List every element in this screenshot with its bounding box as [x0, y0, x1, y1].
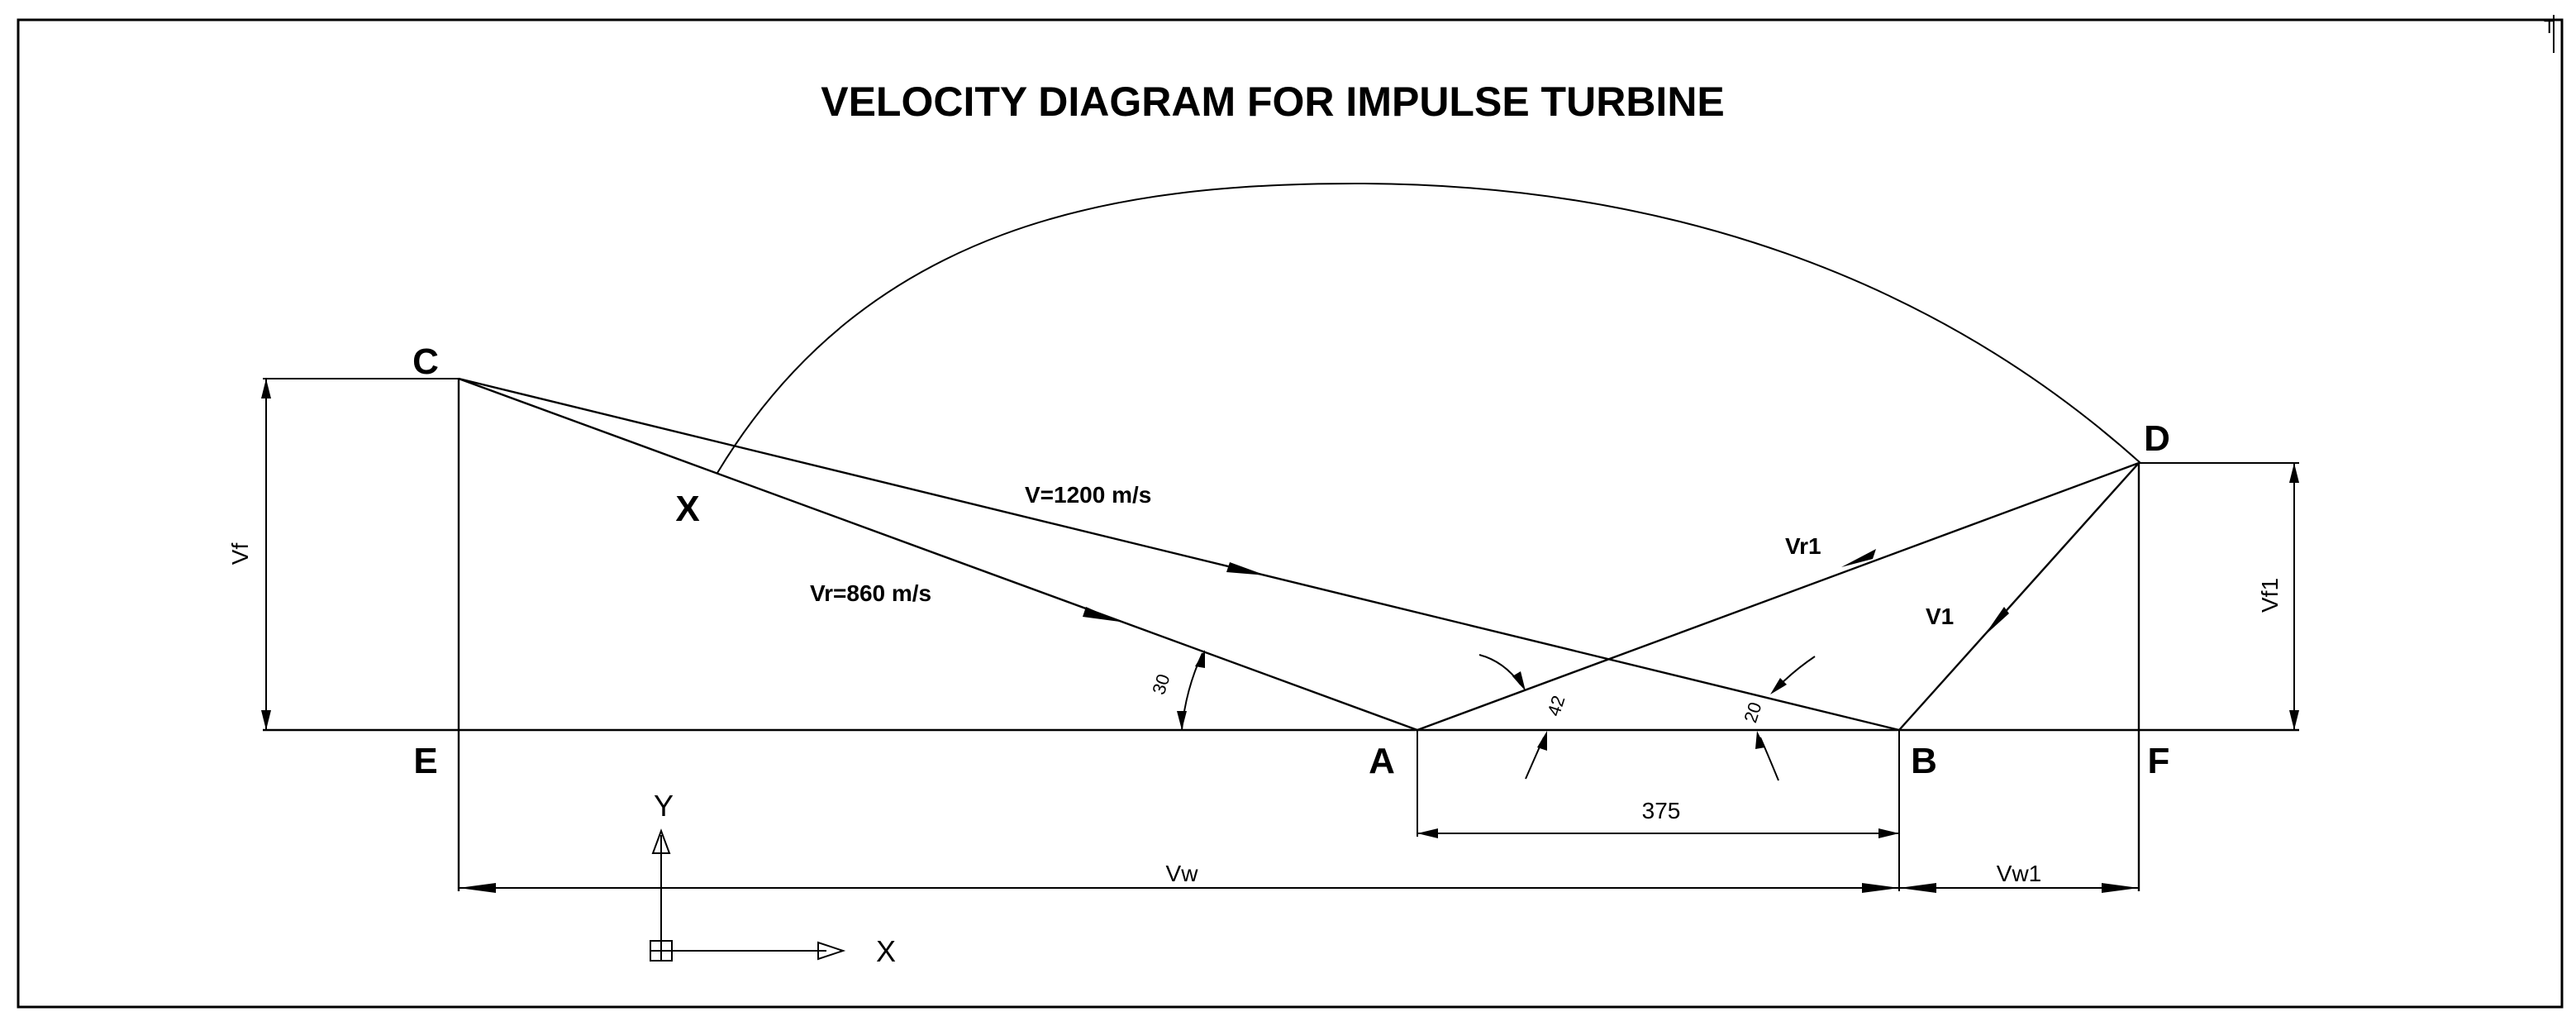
ucs-x-label: X — [876, 934, 896, 968]
point-a: A — [1369, 741, 1395, 781]
arrow-angle-20-top — [1770, 678, 1787, 694]
arrow-vr1 — [1841, 549, 1876, 567]
label-angle-30: 30 — [1148, 671, 1174, 697]
arrow-vw-left — [459, 883, 496, 893]
arrow-angle-20-bottom — [1755, 731, 1765, 749]
ucs-y-label: Y — [654, 789, 674, 823]
label-vw1: Vw1 — [1997, 861, 2041, 886]
label-v1: V1 — [1926, 604, 1954, 629]
arrow-vf1-top — [2289, 463, 2299, 483]
arrow-vf1-bottom — [2289, 710, 2299, 730]
label-angle-20: 20 — [1740, 699, 1765, 725]
line-vr1 — [1417, 461, 2140, 732]
label-vw: Vw — [1166, 861, 1199, 886]
arrow-vr — [1083, 607, 1120, 622]
diagram-title: VELOCITY DIAGRAM FOR IMPULSE TURBINE — [821, 79, 1725, 125]
arrow-vf-top — [261, 379, 271, 398]
arrow-vw-right — [1862, 883, 1899, 893]
arrow-angle-30-bottom — [1177, 711, 1187, 730]
label-v: V=1200 m/s — [1025, 482, 1151, 508]
point-b: B — [1911, 741, 1937, 781]
arrow-angle-42-bottom — [1537, 731, 1547, 751]
label-vr1: Vr1 — [1785, 533, 1821, 559]
label-angle-42: 42 — [1543, 693, 1569, 718]
arrow-ab-left — [1417, 828, 1438, 838]
line-v — [458, 377, 1900, 732]
arrow-ab-right — [1878, 828, 1899, 838]
arrow-vw1-right — [2102, 883, 2139, 893]
point-d: D — [2144, 418, 2170, 459]
point-e: E — [413, 741, 437, 781]
line-vr — [458, 377, 1418, 732]
point-x: X — [675, 489, 699, 529]
arrow-angle-30-top — [1195, 650, 1205, 668]
ucs-x-arrow — [817, 941, 846, 961]
line-v1 — [1898, 462, 2140, 731]
arrow-angle-42-top — [1512, 671, 1526, 691]
ucs-y-arrow — [651, 828, 671, 854]
label-vr: Vr=860 m/s — [810, 580, 931, 606]
corner-mark: T — [2544, 17, 2555, 37]
arrow-v — [1226, 562, 1266, 575]
angle-leader-42-top — [1478, 654, 1521, 685]
arrow-v1 — [1983, 607, 2009, 637]
label-vf1: Vf1 — [2257, 578, 2283, 613]
label-dim-ab: 375 — [1642, 798, 1681, 823]
arrow-vf-bottom — [261, 710, 271, 730]
point-f: F — [2148, 741, 2170, 781]
arc-x-to-d — [717, 182, 2141, 474]
point-c: C — [412, 341, 439, 382]
label-vf: Vf — [227, 543, 253, 565]
drawing-frame — [17, 18, 2564, 1009]
arrow-vw1-left — [1899, 883, 1936, 893]
